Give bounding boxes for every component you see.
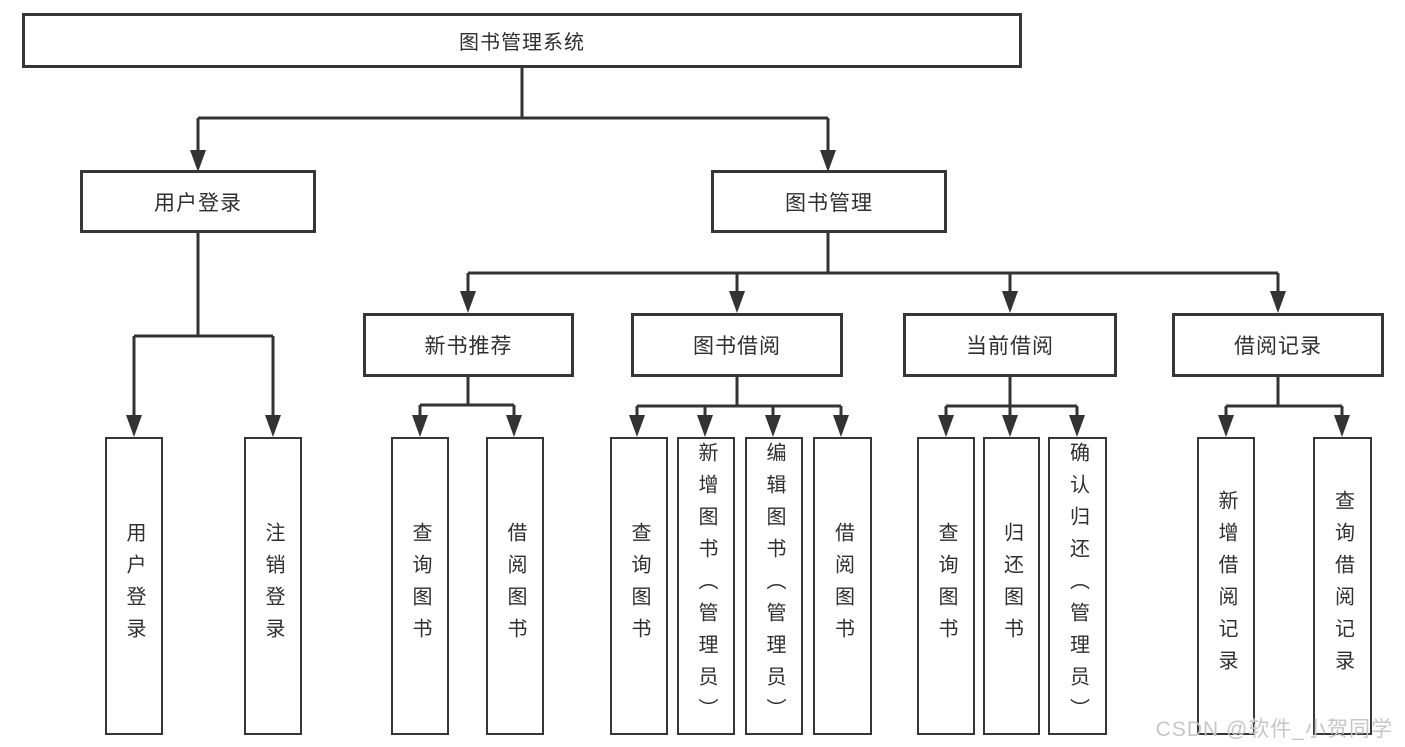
node-leaf-confirm-return-admin: 确认归还（管理员） [1048, 437, 1107, 735]
node-leaf-edit-book-admin-label: 编辑图书（管理员） [763, 442, 785, 730]
node-leaf-borrow-books-recommend: 借阅图书 [486, 437, 544, 735]
node-leaf-add-book-admin-label: 新增图书（管理员） [695, 442, 717, 730]
node-book-borrow-label: 图书借阅 [693, 335, 781, 358]
node-leaf-edit-book-admin: 编辑图书（管理员） [745, 437, 803, 735]
node-leaf-user-login: 用户登录 [105, 437, 163, 735]
node-leaf-borrow-books-label: 借阅图书 [831, 522, 854, 650]
node-book-management: 图书管理 [711, 170, 947, 233]
node-leaf-query-borrow-record-label: 查询借阅记录 [1331, 490, 1354, 682]
node-leaf-logout: 注销登录 [244, 437, 302, 735]
node-leaf-return-books-label: 归还图书 [1000, 522, 1023, 650]
node-leaf-add-borrow-record-label: 新增借阅记录 [1215, 490, 1237, 682]
node-leaf-add-borrow-record: 新增借阅记录 [1197, 437, 1255, 735]
node-leaf-user-login-label: 用户登录 [123, 522, 145, 650]
node-leaf-query-borrow-record: 查询借阅记录 [1313, 437, 1372, 735]
node-leaf-query-books-current: 查询图书 [917, 437, 975, 735]
node-leaf-query-books-borrow: 查询图书 [610, 437, 668, 735]
node-leaf-borrow-books-recommend-label: 借阅图书 [504, 522, 526, 650]
node-leaf-add-book-admin: 新增图书（管理员） [677, 437, 735, 735]
node-current-borrow-label: 当前借阅 [966, 335, 1054, 358]
node-user-login-label: 用户登录 [154, 191, 242, 215]
node-new-book-recommend: 新书推荐 [363, 313, 574, 377]
node-root: 图书管理系统 [22, 13, 1022, 68]
node-borrow-records-label: 借阅记录 [1234, 335, 1322, 358]
node-leaf-borrow-books: 借阅图书 [813, 437, 872, 735]
node-leaf-query-books-borrow-label: 查询图书 [628, 522, 650, 650]
node-leaf-confirm-return-admin-label: 确认归还（管理员） [1066, 442, 1089, 730]
node-book-management-label: 图书管理 [785, 191, 873, 215]
node-root-label: 图书管理系统 [459, 32, 585, 54]
node-leaf-query-books-current-label: 查询图书 [935, 522, 957, 650]
node-leaf-query-books-recommend-label: 查询图书 [409, 522, 431, 650]
node-leaf-query-books-recommend: 查询图书 [391, 437, 449, 735]
node-borrow-records: 借阅记录 [1172, 313, 1384, 377]
node-leaf-logout-label: 注销登录 [262, 522, 284, 650]
node-user-login: 用户登录 [80, 170, 316, 233]
node-new-book-recommend-label: 新书推荐 [424, 335, 513, 358]
node-current-borrow: 当前借阅 [903, 313, 1117, 377]
watermark: CSDN @软件_小贺同学 [1155, 718, 1393, 741]
node-leaf-return-books: 归还图书 [983, 437, 1040, 735]
node-book-borrow: 图书借阅 [631, 313, 843, 377]
